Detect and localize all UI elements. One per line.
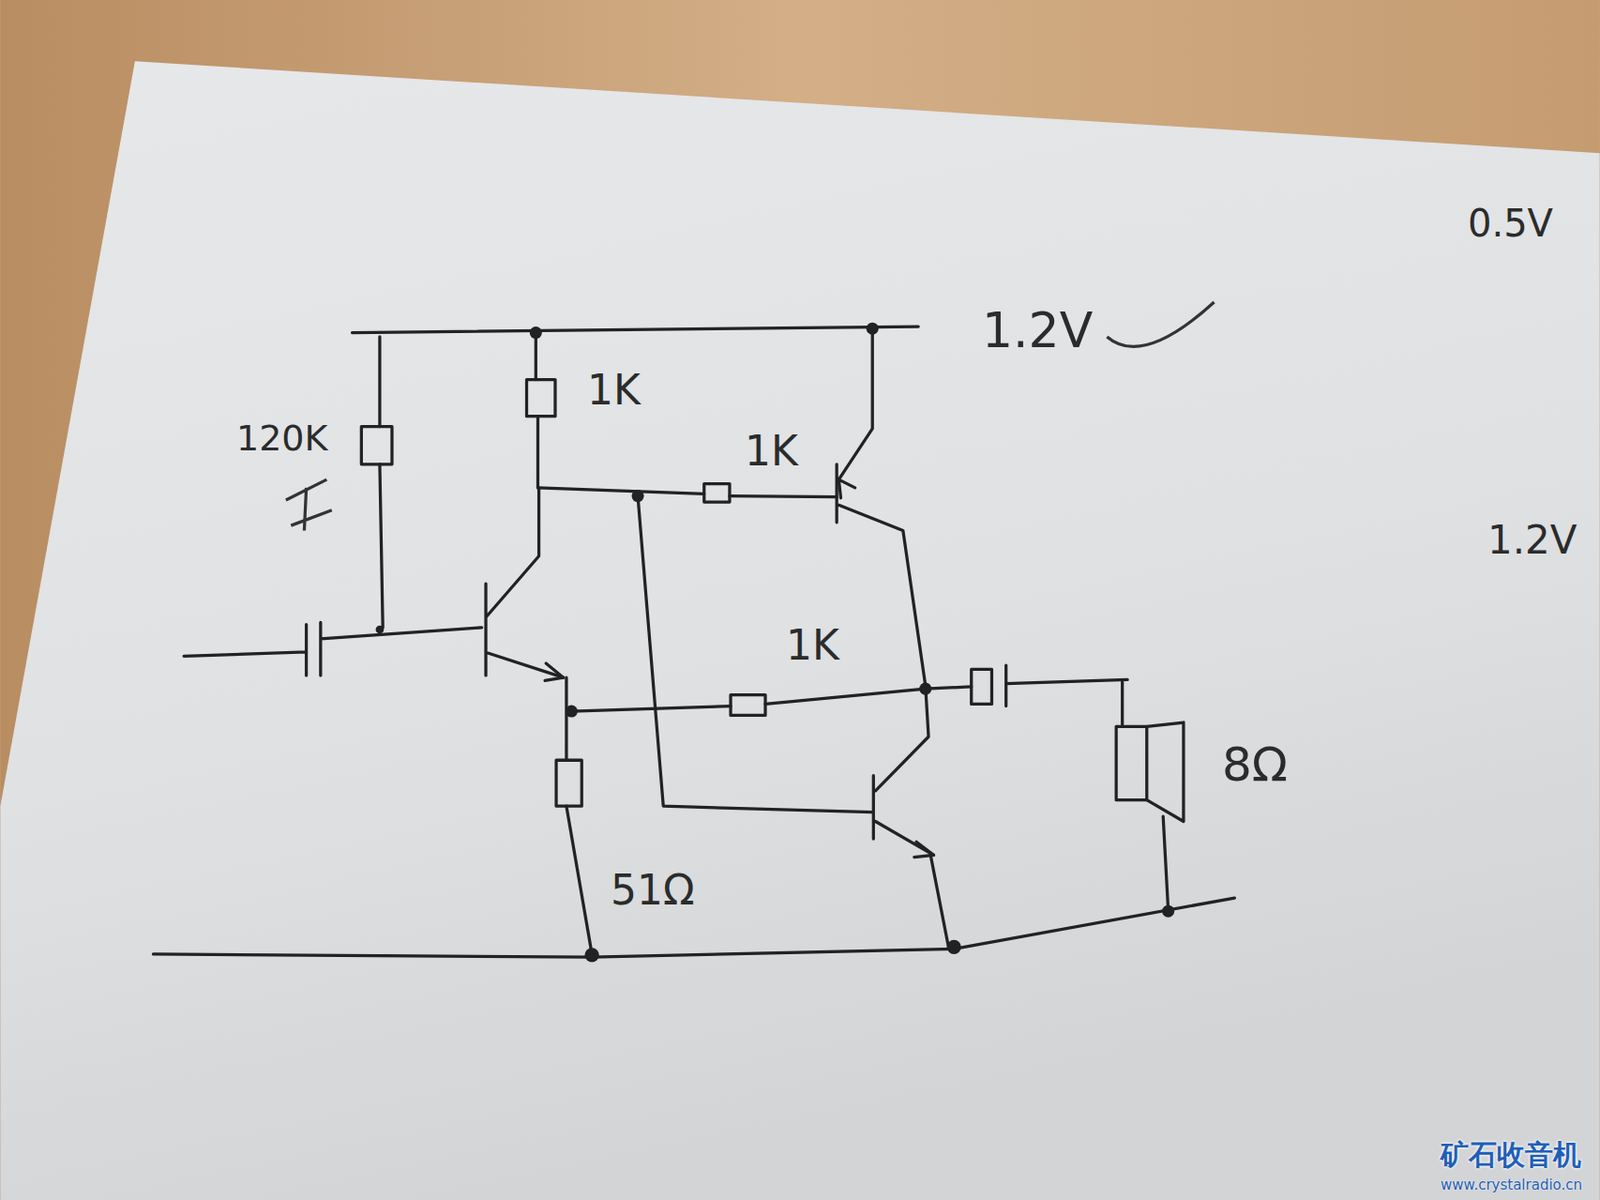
resistor-value: 51Ω xyxy=(610,869,695,911)
voltage-note: 1.2V xyxy=(1487,520,1578,560)
junction-dots xyxy=(376,322,1176,963)
resistor-symbol xyxy=(556,759,582,806)
resistor-value: 120K xyxy=(236,420,328,456)
resistor-symbol xyxy=(527,379,556,417)
paper-sheet xyxy=(0,60,1600,1200)
supply-voltage: 1.2V xyxy=(981,305,1093,355)
watermark: www.crystalradio.cn xyxy=(1440,1177,1583,1193)
resistor-symbol xyxy=(730,694,766,716)
speaker-symbol xyxy=(1116,725,1148,800)
capacitor-symbol xyxy=(971,668,993,704)
scribble-mark xyxy=(286,479,333,530)
resistor-symbol xyxy=(704,483,730,503)
resistor-value: 1K xyxy=(587,369,641,411)
resistor-symbol xyxy=(361,426,393,465)
speaker-impedance: 8Ω xyxy=(1222,740,1288,788)
voltage-note: 0.5V xyxy=(1467,204,1554,242)
resistor-value: 1K xyxy=(744,430,799,472)
resistor-value: 1K xyxy=(785,624,840,666)
watermark: 矿石收音机 xyxy=(1440,1140,1582,1169)
check-mark xyxy=(1106,301,1214,347)
circuit-wires xyxy=(152,326,1235,957)
